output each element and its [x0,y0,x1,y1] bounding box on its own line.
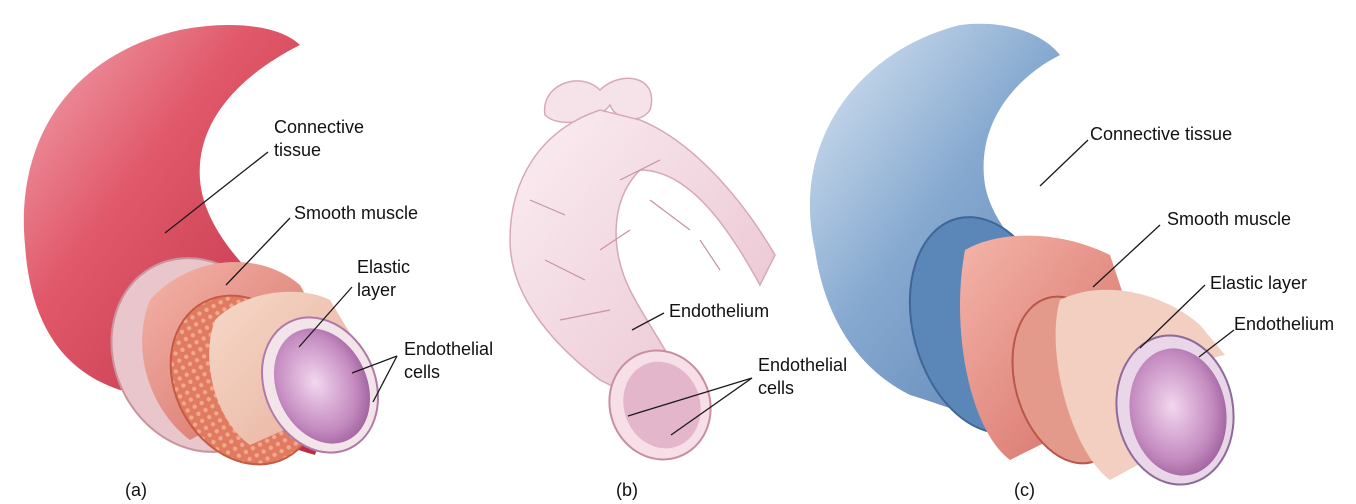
label-a-connective-tissue: Connective tissue [274,117,369,160]
label-c-smooth-muscle: Smooth muscle [1167,209,1291,229]
label-a-elastic-layer: Elastic layer [357,257,415,300]
artery-illustration [24,25,400,491]
label-c-connective-tissue: Connective tissue [1090,124,1232,144]
caption-a: (a) [125,480,147,500]
vein-illustration [810,24,1245,494]
caption-b: (b) [616,480,638,500]
label-c-elastic-layer: Elastic layer [1210,273,1307,293]
label-a-endothelial-cells: Endothelial cells [404,339,498,382]
label-a-smooth-muscle: Smooth muscle [294,203,418,223]
label-b-endothelium: Endothelium [669,301,769,321]
label-c-endothelium: Endothelium [1234,314,1334,334]
capillary-illustration [510,78,775,473]
label-b-endothelial-cells: Endothelial cells [758,355,852,398]
caption-c: (c) [1014,480,1035,500]
leader-c-connective [1040,140,1088,186]
